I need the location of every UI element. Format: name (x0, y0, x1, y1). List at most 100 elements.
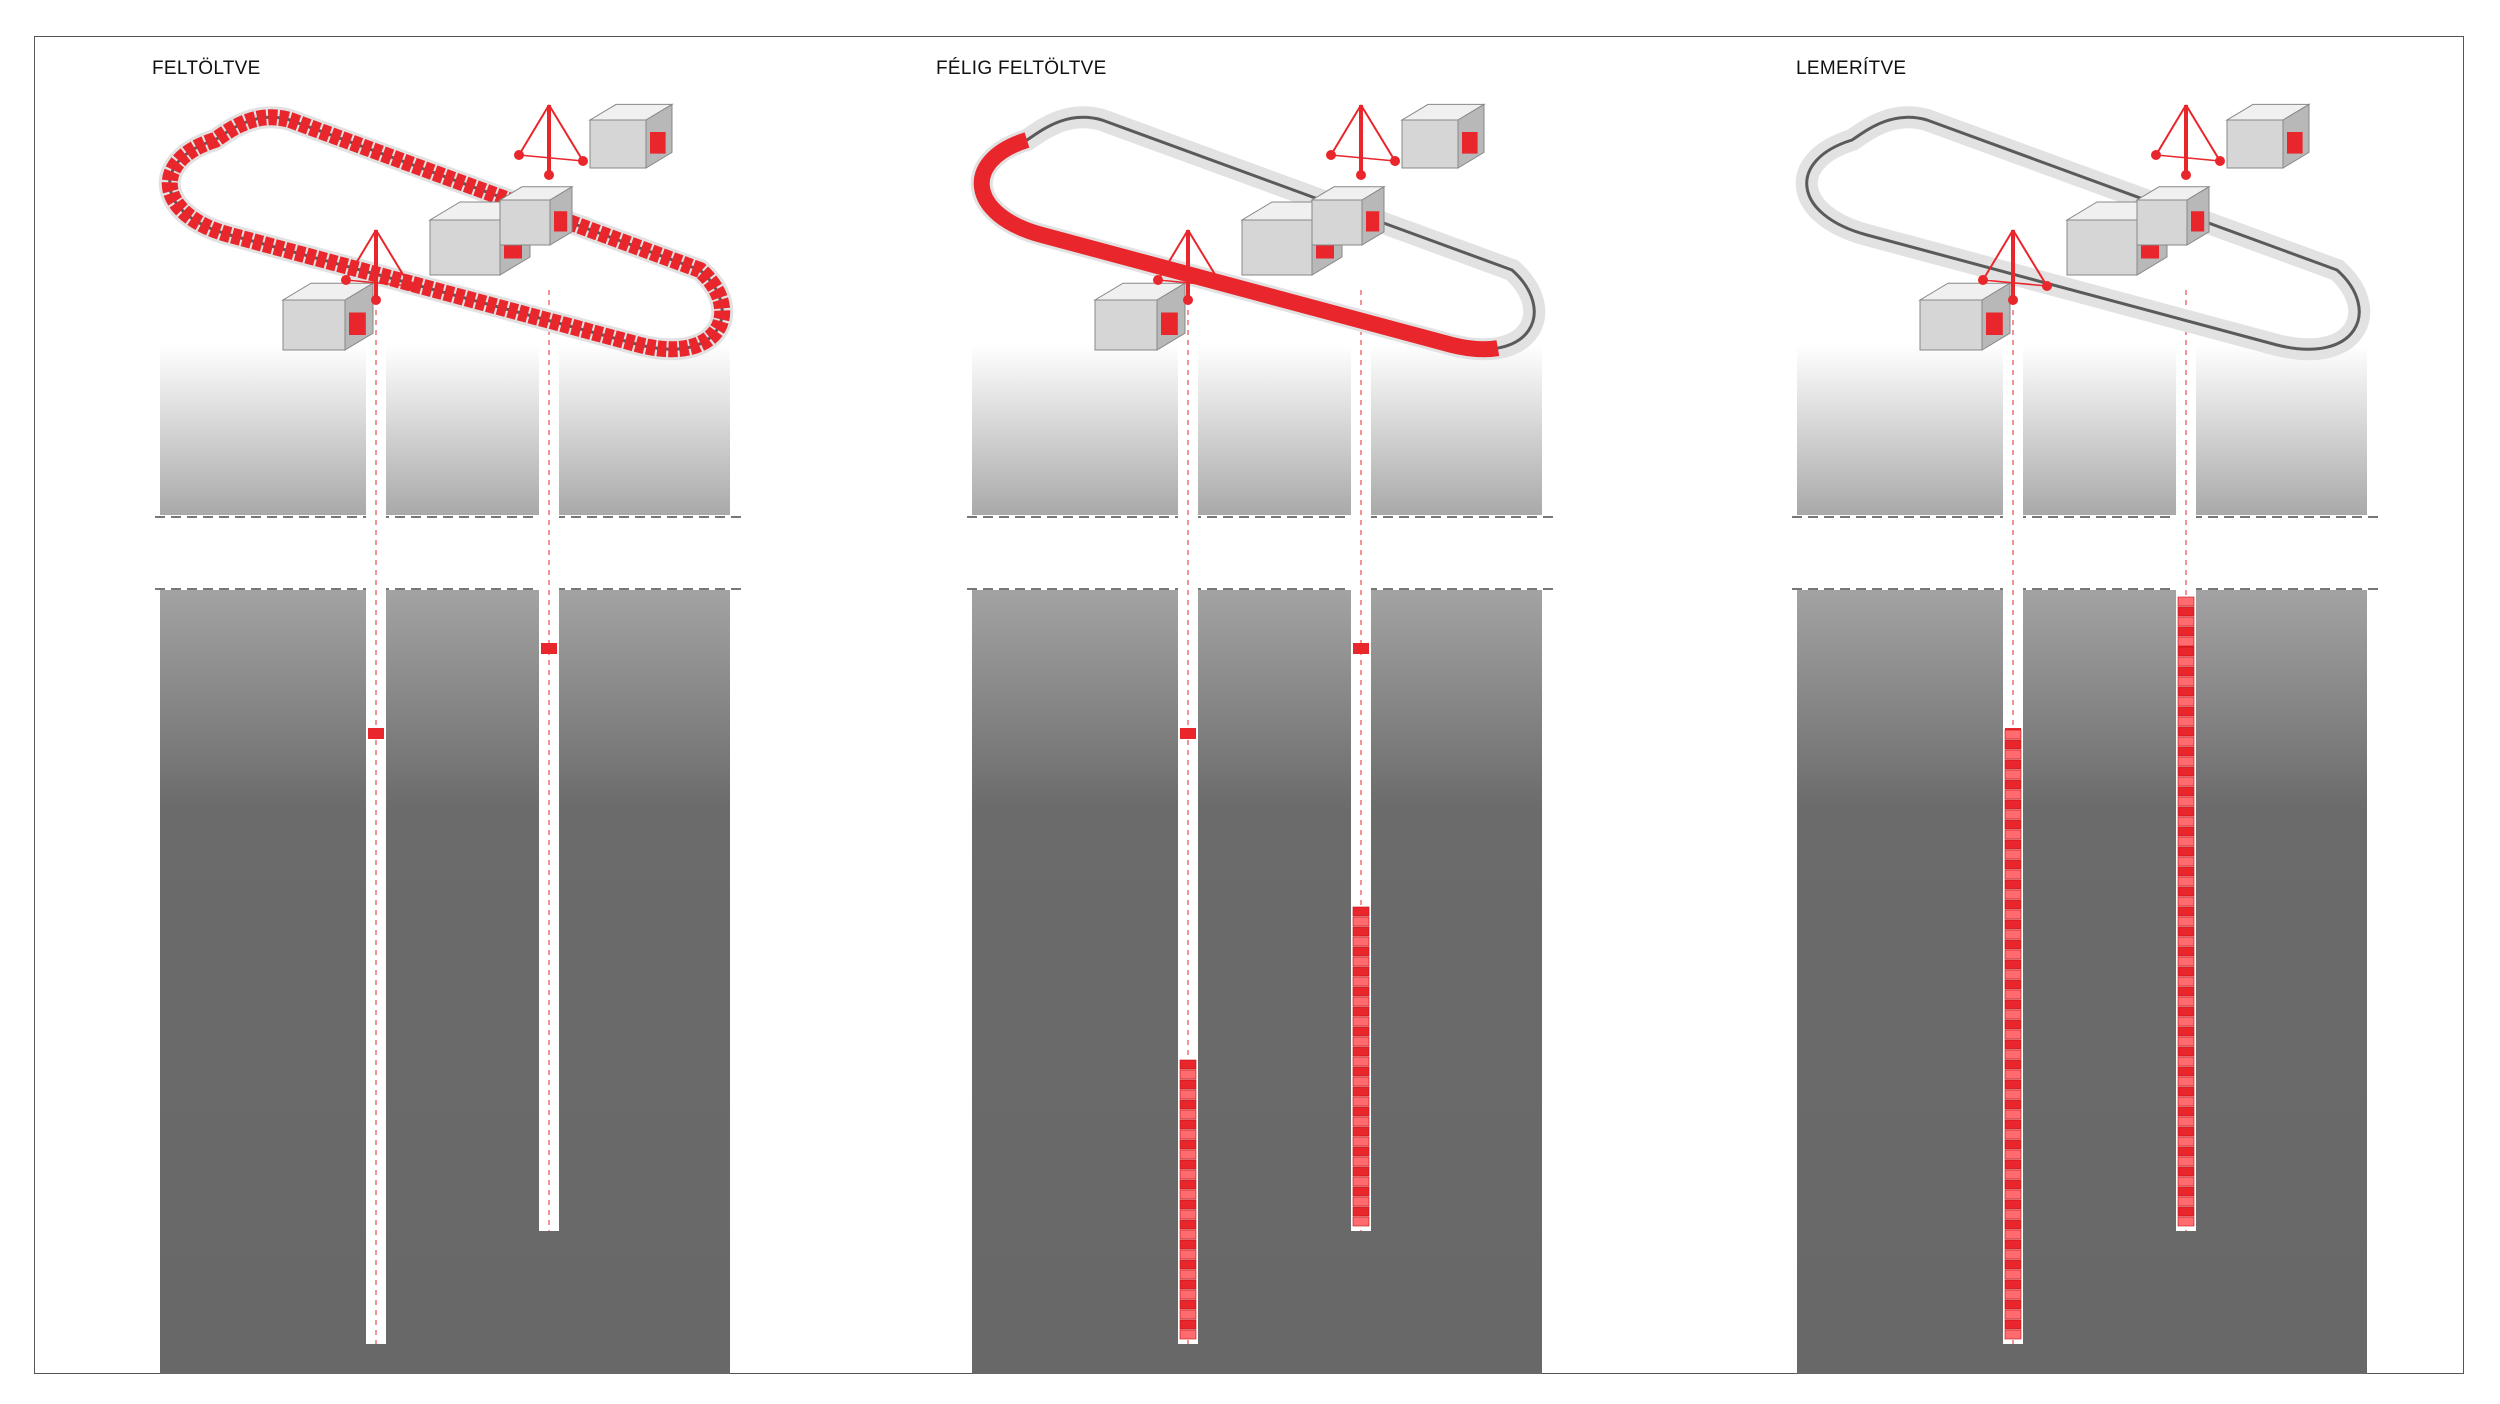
brick (2177, 886, 2195, 897)
brick (2177, 656, 2195, 667)
central-annex-front (2136, 199, 2188, 246)
building-lower-left-front (282, 299, 346, 351)
brick (2177, 1136, 2195, 1147)
central-annex (1310, 185, 1386, 246)
brick (2004, 1049, 2022, 1060)
brick (1352, 986, 1370, 997)
brick (2177, 1106, 2195, 1117)
brick (2004, 1329, 2022, 1340)
brick (1352, 956, 1370, 967)
brick (2004, 799, 2022, 810)
crane-left-cable (1157, 279, 1223, 287)
brick (1179, 1119, 1197, 1130)
crane-right (514, 104, 588, 180)
building-lower-left (281, 282, 375, 351)
brick (1352, 1026, 1370, 1037)
crane-left-base (1183, 295, 1193, 305)
brick (2004, 879, 2022, 890)
building-upper-right-front (2226, 119, 2284, 169)
brick (2004, 939, 2022, 950)
brick (2177, 1036, 2195, 1047)
brick (2177, 1206, 2195, 1217)
brick (2177, 836, 2195, 847)
panel-1 (155, 103, 745, 1374)
panel-label-charged: FELTÖLTVE (152, 58, 261, 79)
building-upper-right (1400, 103, 1486, 169)
central-annex-red-window (554, 211, 568, 232)
brick (2004, 1129, 2022, 1140)
brick (2177, 826, 2195, 837)
central-building-front (2066, 219, 2138, 276)
brick (1352, 1036, 1370, 1047)
brick (2177, 796, 2195, 807)
brick (1352, 966, 1370, 977)
brick (1352, 996, 1370, 1007)
brick (1352, 936, 1370, 947)
brick (1179, 1229, 1197, 1240)
crane-left-cable (345, 279, 411, 287)
brick (2177, 1046, 2195, 1057)
crane-right-cable (2155, 154, 2221, 162)
brick (1352, 946, 1370, 957)
brick (2004, 849, 2022, 860)
brick (2004, 859, 2022, 870)
building-upper-right-red-window (2287, 132, 2303, 154)
crane-right-base (2181, 170, 2191, 180)
brick (1352, 1016, 1370, 1027)
shaft-left-hanging-block (368, 728, 384, 739)
brick (1179, 1089, 1197, 1100)
brick (2177, 726, 2195, 737)
surface-track (1795, 106, 2371, 361)
brick (2004, 989, 2022, 1000)
building-lower-left-red-window (349, 312, 366, 335)
building-lower-left (1093, 282, 1187, 351)
brick (2177, 946, 2195, 957)
central-building-front (1241, 219, 1313, 276)
building-lower-left-front (1919, 299, 1983, 351)
brick (1179, 1209, 1197, 1220)
brick (2177, 736, 2195, 747)
brick (1352, 1136, 1370, 1147)
brick (2004, 1279, 2022, 1290)
crane-left-base (371, 295, 381, 305)
brick (2004, 1029, 2022, 1040)
panel-label-half-charged: FÉLIG FELTÖLTVE (936, 58, 1107, 79)
brick (2004, 1239, 2022, 1250)
brick (2177, 1056, 2195, 1067)
brick (2177, 896, 2195, 907)
brick (2004, 1089, 2022, 1100)
brick (1352, 1086, 1370, 1097)
brick (1179, 1319, 1197, 1330)
brick (2004, 899, 2022, 910)
brick (2177, 1076, 2195, 1087)
brick (2177, 676, 2195, 687)
crane-left-hook-left (1978, 275, 1988, 285)
brick (2177, 636, 2195, 647)
brick (2177, 976, 2195, 987)
central-building-front (429, 219, 501, 276)
crane-right-arm-right (1360, 104, 1396, 162)
brick (2004, 1269, 2022, 1280)
brick (1179, 1189, 1197, 1200)
central-annex-red-window (1366, 211, 1380, 232)
brick (2177, 1156, 2195, 1167)
crane-right-base (544, 170, 554, 180)
brick (2004, 889, 2022, 900)
crane-left-arm-right (2012, 229, 2048, 287)
brick (1352, 1166, 1370, 1177)
brick (2004, 759, 2022, 770)
brick (2177, 816, 2195, 827)
crane-right-base (1356, 170, 1366, 180)
shaft-right-brick-stack (1352, 906, 1370, 1227)
brick (2004, 1319, 2022, 1330)
brick (1179, 1309, 1197, 1320)
brick (2177, 856, 2195, 867)
crane-left-arm-right (1187, 229, 1223, 287)
brick (1179, 1249, 1197, 1260)
brick (2004, 1159, 2022, 1170)
brick (2004, 1199, 2022, 1210)
brick (2004, 979, 2022, 990)
panel-label-discharged: LEMERÍTVE (1796, 58, 1907, 79)
crane-left-hook-right (1217, 281, 1227, 291)
brick (1179, 1059, 1197, 1070)
